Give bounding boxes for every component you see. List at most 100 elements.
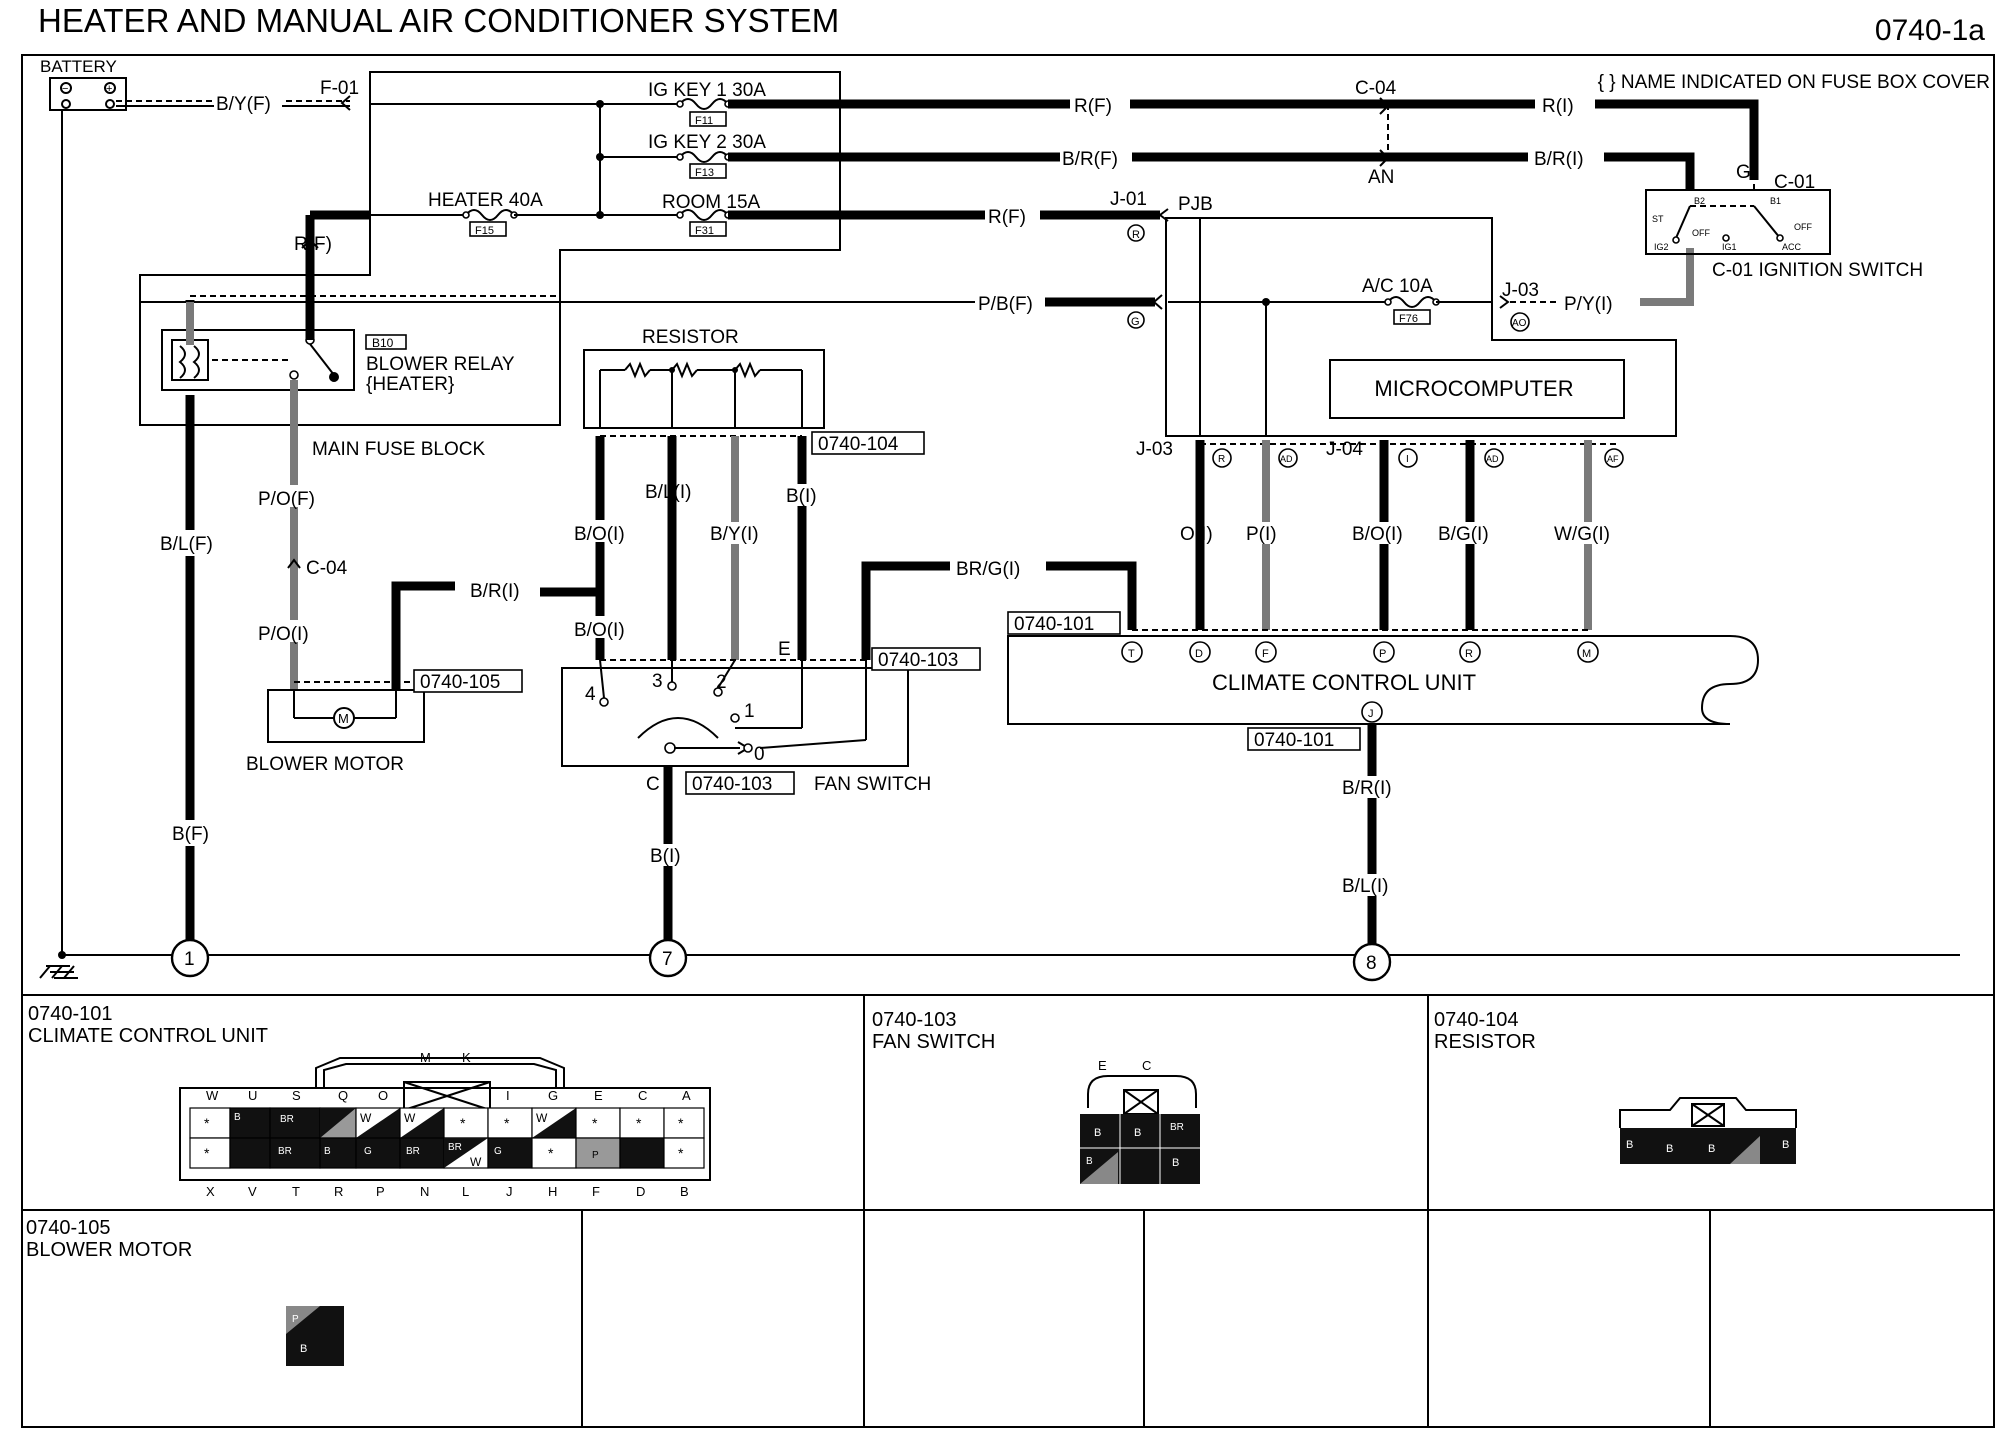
ground-point-1: 1 [170, 938, 210, 978]
ccu-pin-j: J [1368, 708, 1374, 720]
wire-label-p-i: P(I) [1246, 524, 1277, 545]
resistor-connector-face: B B B B [1619, 1097, 1797, 1164]
ccu-cell-u10: * [636, 1115, 642, 1131]
ccu-bot-letter-h: H [548, 1184, 557, 1199]
ccu-bot-letter-n: N [420, 1184, 429, 1199]
ref-tag-0740-104: 0740-104 [818, 434, 899, 455]
fuse-ac-label: A/C 10A [1362, 276, 1433, 297]
ccu-bot-letter-v: V [248, 1184, 257, 1199]
ref-tag-0740-103b: 0740-103 [692, 774, 772, 795]
ign-pos-ig2: IG2 [1654, 242, 1669, 252]
panel-101-name: CLIMATE CONTROL UNIT [28, 1025, 268, 1047]
fuse-box-note: { } NAME INDICATED ON FUSE BOX COVER [1598, 72, 1990, 93]
connector-j03-top: J-03 [1502, 280, 1539, 301]
ignition-connector-c01: C-01 [1774, 172, 1815, 193]
panel-103-name: FAN SWITCH [872, 1031, 995, 1053]
wire-label-br-i-blower: B/R(I) [470, 581, 520, 602]
ccu-connector-face: M K W U S Q O I G E C A * B BR W W * * W… [179, 1050, 711, 1199]
res-cell-0: B [1626, 1139, 1633, 1151]
battery: BATTERY − + [40, 57, 127, 111]
pin-j01-g: G [1131, 316, 1140, 328]
svg-text:−: − [62, 83, 68, 95]
ccu-top-letter-e: E [594, 1088, 603, 1103]
wire-label-by-i: B/Y(I) [710, 524, 759, 545]
ccu-cell-u8: W [536, 1111, 548, 1125]
wire-label-b-i-fan: B(I) [650, 846, 681, 867]
wire-label-br-i-top: B/R(I) [1534, 149, 1584, 170]
res-cell-2: B [1708, 1143, 1715, 1155]
ccu-pin-r: R [1465, 648, 1473, 660]
ccu-cell-u4: W [360, 1111, 372, 1125]
panel-105-ref: 0740-105 [26, 1217, 111, 1239]
fuse-ig-key2: IG KEY 2 30A F13 [648, 132, 766, 179]
connector-j01: J-01 [1110, 189, 1147, 210]
wire-label-bo-i-1: B/O(I) [574, 524, 625, 545]
ccu-top-letter-m: M [420, 1050, 431, 1065]
ccu-bot-letter-l: L [462, 1184, 469, 1199]
fuse-ig-key1-label: IG KEY 1 30A [648, 80, 766, 101]
panel-105-name: BLOWER MOTOR [26, 1239, 192, 1261]
ignition-switch: G C-01 B2 B1 ST OFF IG2 IG1 ACC OFF [1645, 162, 1831, 255]
fuse-f13-id: F13 [695, 167, 714, 179]
ccu-bot-letter-j: J [506, 1184, 513, 1199]
ground-point-7: 7 [648, 938, 688, 978]
ccu-top-letter-k: K [462, 1050, 471, 1065]
svg-text:M: M [338, 711, 349, 726]
fan-switch: 0740-103 E 4 3 2 1 0 [561, 639, 981, 767]
resistor: RESISTOR [583, 327, 825, 429]
ign-pos-st: ST [1652, 214, 1664, 224]
svg-text:+: + [106, 83, 112, 95]
pin-j03-r: R [1218, 454, 1225, 465]
fuse-f31-id: F31 [695, 225, 714, 237]
ccu-bot-letter-d: D [636, 1184, 645, 1199]
pin-j03-ad: AD [1280, 454, 1293, 464]
wire-label-b-f: B(F) [172, 824, 209, 845]
fuse-room: ROOM 15A F31 [662, 192, 761, 237]
microcomputer-label: MICROCOMPUTER [1374, 376, 1573, 401]
wire-label-r-f-2: R(F) [988, 207, 1026, 228]
res-cell-1: B [1666, 1143, 1673, 1155]
wire-label-r-f-1: R(F) [1074, 96, 1112, 117]
connector-c04-top: C-04 [1355, 78, 1397, 99]
ccu-cell-l5: BR [406, 1146, 420, 1157]
ccu-cell-l4: G [364, 1146, 372, 1157]
wire-label-wg-i: W/G(I) [1554, 524, 1610, 545]
ccu-bot-letter-x: X [206, 1184, 215, 1199]
blower-motor-connector-face: P B [286, 1306, 344, 1366]
ccu-cell-l0: * [204, 1145, 210, 1161]
main-fuse-block-label: MAIN FUSE BLOCK [312, 439, 485, 460]
blower-cell-0: P [292, 1314, 299, 1325]
brg-i-wire [861, 561, 950, 660]
pjb-label: PJB [1178, 194, 1213, 215]
fan-conn-letter-e: E [1098, 1058, 1107, 1073]
ccu-cell-l8: * [548, 1145, 554, 1161]
pin-j04-af: AF [1607, 454, 1619, 464]
ccu-cell-l2: BR [278, 1146, 292, 1157]
ground-label-7: 7 [662, 949, 673, 970]
fan-cell-u1: B [1134, 1127, 1141, 1139]
ccu-pin-m: M [1582, 648, 1591, 660]
connector-j03-left: J-03 [1136, 439, 1173, 460]
pin-j04-i: I [1406, 454, 1409, 465]
fuse-f11-id: F11 [695, 115, 713, 127]
ccu-cell-u7: * [504, 1115, 510, 1131]
battery-label: BATTERY [40, 57, 117, 76]
resistor-label: RESISTOR [642, 327, 739, 348]
ccu-cell-l9: P [592, 1150, 599, 1161]
fan-pos-0: 0 [754, 744, 765, 765]
ccu-top-letter-i: I [506, 1088, 510, 1103]
fuse-f15-id: F15 [475, 225, 494, 237]
wire-label-by-f: B/Y(F) [216, 94, 271, 115]
ccu-cell-u2: BR [280, 1114, 294, 1125]
wire-label-o-i: O(I) [1180, 524, 1213, 545]
fan-pos-3: 3 [652, 671, 663, 692]
ccu-bot-letter-b: B [680, 1184, 689, 1199]
ref-tag-0740-101b: 0740-101 [1254, 730, 1334, 751]
fan-switch-label: FAN SWITCH [814, 774, 931, 795]
panel-103-ref: 0740-103 [872, 1009, 957, 1031]
wire-label-brg-i: BR/G(I) [956, 559, 1020, 580]
panel-101-ref: 0740-101 [28, 1003, 113, 1025]
ign-pos-b1: B1 [1770, 196, 1781, 206]
ground-label-1: 1 [184, 949, 195, 970]
ign-pos-off-2: OFF [1794, 222, 1812, 232]
